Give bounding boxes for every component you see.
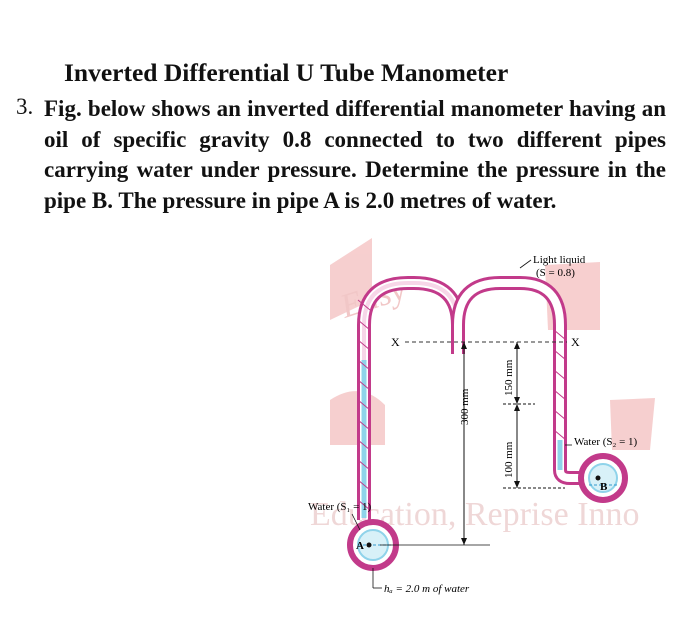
head-a-callout: hₐ = 2.0 m of water [372,568,470,595]
water-left-callout: Water (S₁ = 1) [308,501,372,531]
water-right-label: Water (S₂ = 1) [574,436,638,448]
pipe-b-label: B [600,481,608,493]
watermark-bottom-text: Education, Reprise Inno [310,496,640,533]
light-liquid-sg: (S = 0.8) [536,267,575,279]
watermark: Easy Education, Reprise Inno [310,238,655,533]
light-liquid-label: Light liquid [533,254,586,266]
dimension-150-100: 150 mm 100 mm [503,342,565,489]
watermark-top-text: Easy [335,270,411,326]
dimension-300: 300 mm [380,342,490,546]
u-tube [357,276,590,520]
dimension-300-label: 300 mm [459,388,471,425]
datum-right-label: X [571,335,580,349]
light-liquid-callout: Light liquid (S = 0.8) [519,254,586,279]
head-a-label: hₐ = 2.0 m of water [384,583,470,595]
datum-line: X X [391,335,580,349]
water-right-callout: Water (S₂ = 1) [565,436,638,448]
datum-left-label: X [391,335,400,349]
pipe-a: A [347,519,399,571]
pipe-a-label: A [356,540,364,552]
pipe-b: B [578,453,628,503]
water-left-label: Water (S₁ = 1) [308,501,372,513]
question-text: Fig. below shows an inverted differentia… [44,96,666,213]
question-number: 3. [16,94,34,119]
dimension-150-label: 150 mm [503,359,515,396]
dimension-100-label: 100 mm [503,441,515,478]
page-title: Inverted Differential U Tube Manometer [64,58,509,87]
